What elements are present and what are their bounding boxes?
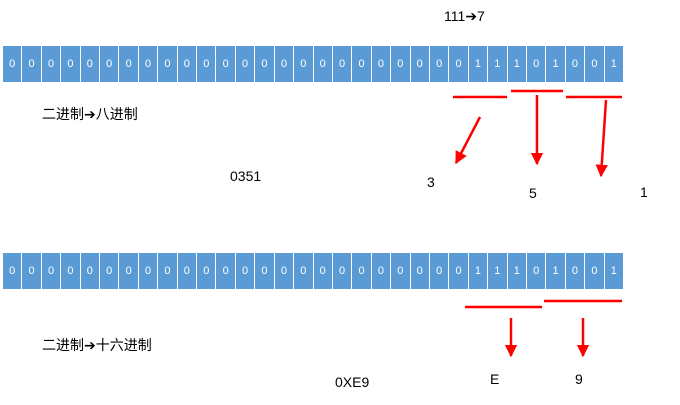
bit-cell: 0 [585,253,604,289]
bit-cell: 0 [235,253,255,289]
hex-result: 0XE9 [335,374,370,390]
bit-cell: 0 [565,253,585,289]
bit-cell: 0 [313,253,332,289]
bit-cell: 0 [255,253,274,289]
bit-cell: 1 [604,253,623,289]
bit-cell: 0 [585,46,604,82]
bit-cell: 0 [449,46,468,82]
bit-cell: 0 [274,253,294,289]
bit-cell: 0 [410,253,429,289]
bit-cell: 0 [100,253,119,289]
bit-cell: 0 [313,46,332,82]
bit-cell: 0 [197,253,216,289]
bit-cell: 0 [100,46,119,82]
bit-cell: 0 [332,253,352,289]
bit-cell: 1 [546,46,565,82]
bit-cell: 0 [177,46,197,82]
bit-cell: 1 [488,46,507,82]
bit-cell: 1 [546,253,565,289]
bit-cell: 0 [22,46,41,82]
bit-cell: 0 [138,253,158,289]
bit-cell: 0 [80,253,100,289]
bit-cell: 0 [526,46,546,82]
bit-cell: 0 [158,46,177,82]
bit-cell: 0 [429,46,449,82]
octal-arrow-3 [595,99,608,178]
octal-digit-1: 3 [427,174,435,190]
hex-digit-1: E [490,371,500,387]
bit-cell: 0 [197,46,216,82]
bit-cell: 0 [138,46,158,82]
bit-cell: 0 [429,253,449,289]
octal-arrow-1 [454,116,482,165]
bit-cell: 0 [565,46,585,82]
bit-cell: 1 [507,253,526,289]
bit-cell: 0 [352,253,371,289]
bit-cell: 1 [604,46,623,82]
bit-cell: 0 [391,46,410,82]
hex-digit-2: 9 [575,371,583,387]
bit-cell: 1 [507,46,526,82]
bit-cell: 0 [80,46,100,82]
bit-cell: 0 [294,253,313,289]
bit-cell: 0 [332,46,352,82]
hex-conversion-label: 二进制➔十六进制 [42,338,152,354]
bit-cell: 0 [255,46,274,82]
bit-cell: 0 [158,253,177,289]
bit-cell: 0 [61,46,80,82]
bit-cell: 0 [216,253,235,289]
bit-cell: 1 [468,46,488,82]
bit-cell: 0 [410,46,429,82]
bit-cell: 0 [352,46,371,82]
bit-cell: 0 [119,253,138,289]
bit-cell: 0 [61,253,80,289]
bit-cell: 0 [41,253,61,289]
octal-result: 0351 [230,168,262,184]
bit-cell: 0 [526,253,546,289]
bit-cell: 0 [371,46,391,82]
octal-digit-3: 1 [640,184,648,200]
bit-cell: 0 [22,253,41,289]
bit-cell: 0 [449,253,468,289]
bit-cell: 0 [3,253,22,289]
bit-cell: 0 [177,253,197,289]
bit-cell: 0 [391,253,410,289]
bit-cell: 0 [3,46,22,82]
bit-cell: 0 [274,46,294,82]
bit-cell: 0 [41,46,61,82]
bit-cell: 0 [216,46,235,82]
bit-cell: 0 [294,46,313,82]
octal-digit-2: 5 [529,185,537,201]
bit-cell: 1 [468,253,488,289]
bit-cell: 1 [488,253,507,289]
bit-cell: 0 [235,46,255,82]
bit-cell: 0 [119,46,138,82]
bit-cell: 0 [371,253,391,289]
octal-conversion-label: 二进制➔八进制 [42,107,138,123]
example-title: 111➔7 [444,8,485,24]
